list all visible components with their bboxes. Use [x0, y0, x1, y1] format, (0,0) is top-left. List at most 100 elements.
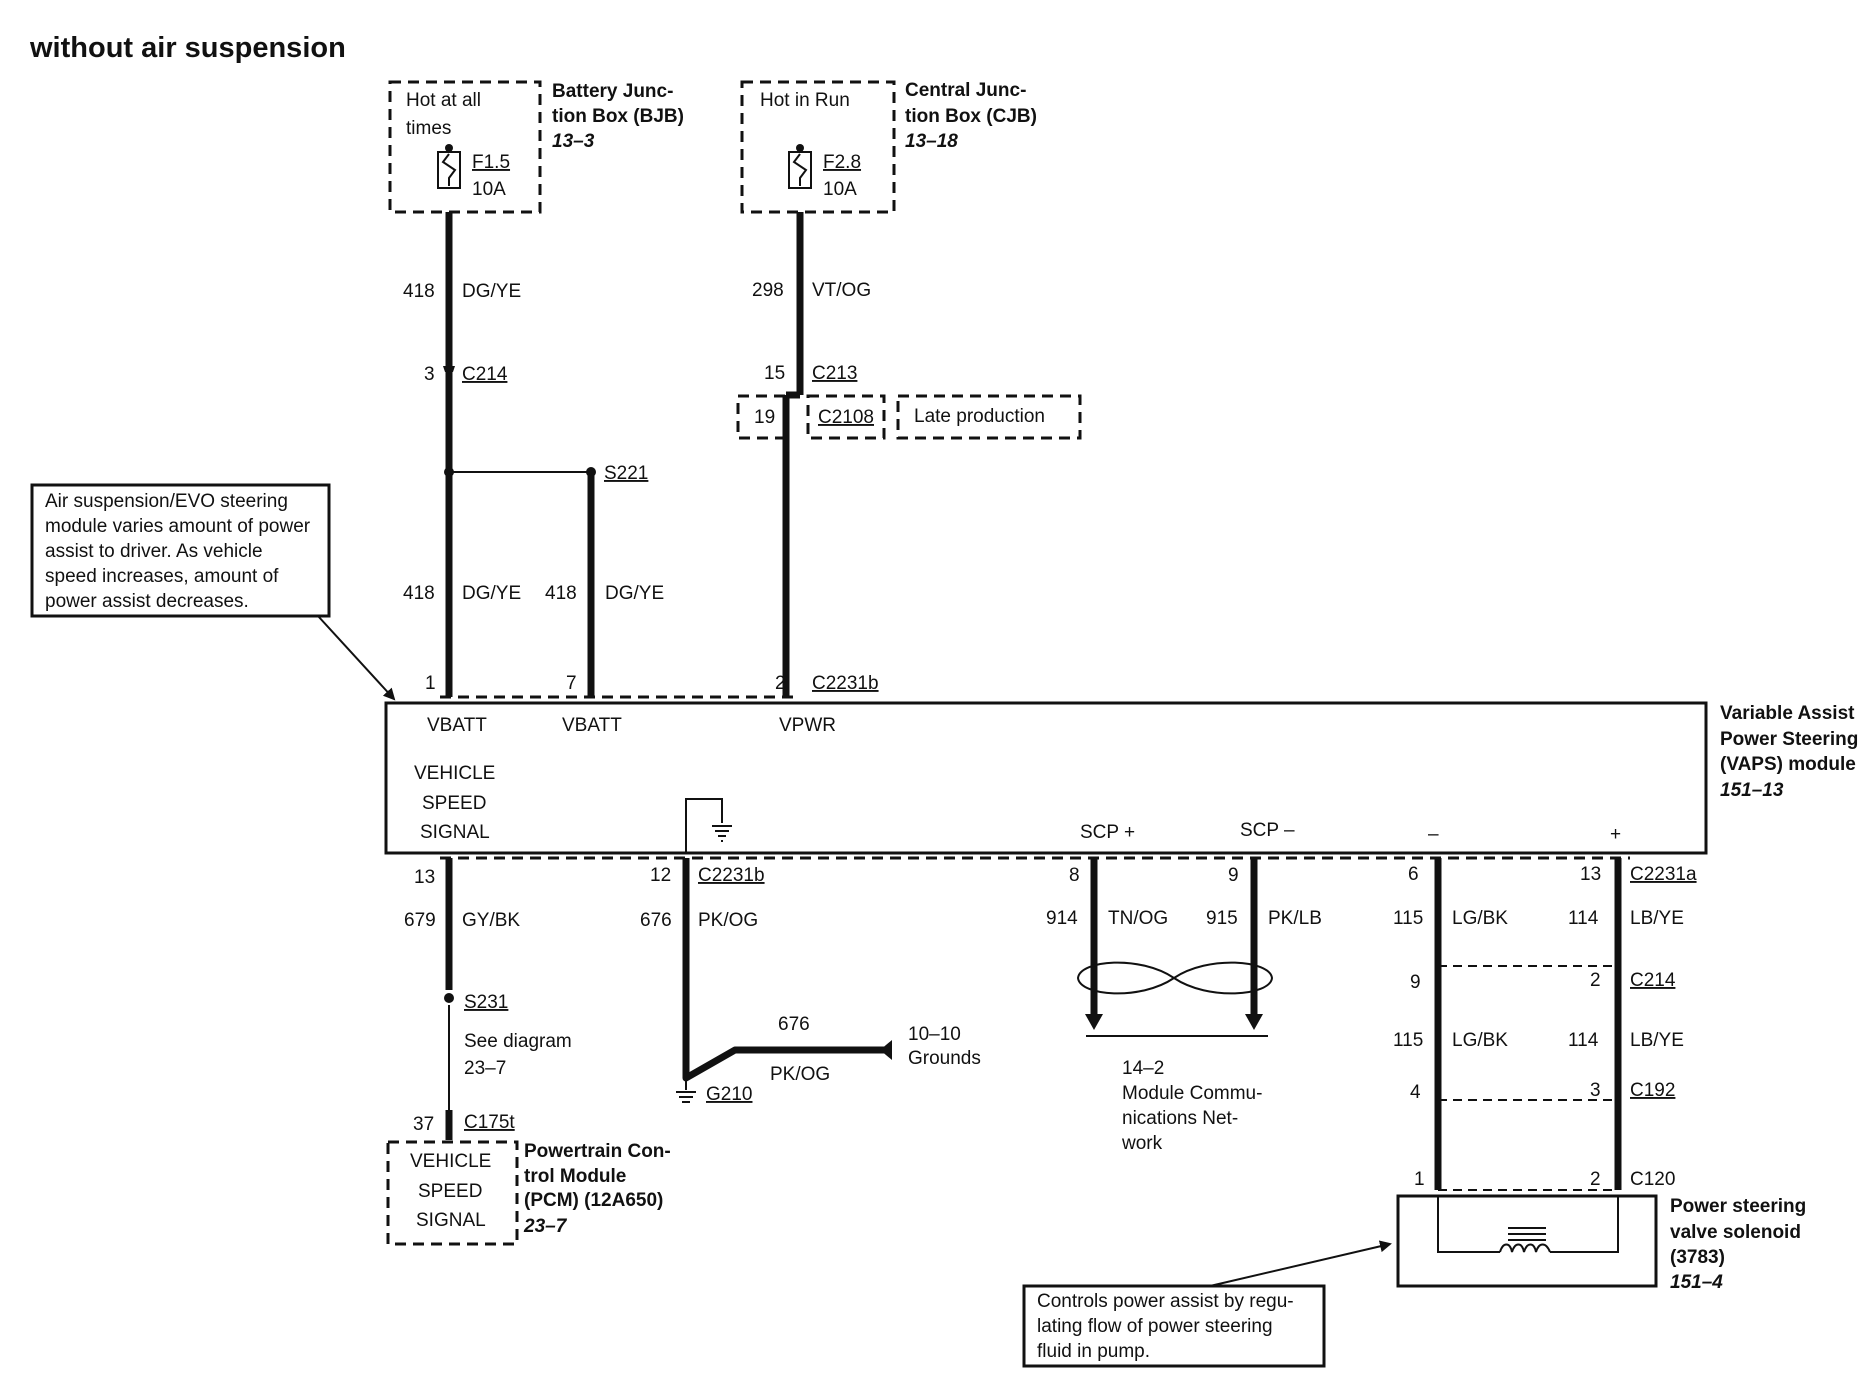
bjb-fuse-element-icon [441, 153, 457, 186]
vaps-plus: + [1610, 824, 1621, 845]
bjb-hot-text-1: Hot at all [406, 90, 481, 111]
wire-115b-circuit: 115 [1393, 1030, 1423, 1051]
wire-418-b-circuit: 418 [545, 583, 577, 604]
solenoid-coil-icon [1499, 1243, 1551, 1253]
pcm-box-1: VEHICLE [410, 1151, 491, 1172]
s221-label: S221 [604, 463, 648, 484]
late-production-note: Late production [914, 406, 1045, 427]
callout-solenoid-box [1022, 1284, 1326, 1368]
network-text-4: work [1121, 1133, 1163, 1154]
c2231b-bottom-label: C2231b [698, 865, 765, 886]
callout-air-line-2: module varies amount of power [45, 516, 311, 537]
power-steering-solenoid: Power steering valve solenoid (3783) 151… [1396, 1194, 1806, 1293]
c214-top-connector-icon [443, 366, 455, 372]
c214-top-label: C214 [462, 364, 508, 385]
wire-114-color: LB/YE [1630, 908, 1684, 929]
callout-sol-line-2: lating flow of power steering [1037, 1316, 1273, 1337]
wire-418-feed: 418 DG/YE 3 C214 S221 418 DG/YE 418 DG/Y… [403, 212, 664, 697]
c2108-pin-box [736, 394, 788, 440]
wire-418-a-color: DG/YE [462, 583, 521, 604]
scp-pin-9: 9 [1228, 865, 1239, 886]
wire-418-b-color: DG/YE [605, 583, 664, 604]
callout-solenoid: Controls power assist by regu- lating fl… [1022, 1240, 1392, 1368]
callout-sol-line-1: Controls power assist by regu- [1037, 1291, 1294, 1312]
bjb-fuse-icon [437, 151, 461, 189]
pcm-ref: 23–7 [523, 1216, 568, 1237]
g210-color: PK/OG [770, 1064, 830, 1085]
vaps-vss-2: SPEED [422, 793, 486, 814]
wire-915-color: PK/LB [1268, 908, 1322, 929]
vaps-vbatt-2: VBATT [562, 715, 622, 736]
g210-circuit: 676 [778, 1014, 810, 1035]
bjb-fuse-node [445, 144, 453, 152]
c2108-label-box [806, 394, 886, 440]
pcm-name-3: (PCM) (12A650) [524, 1190, 663, 1211]
bjb-fuse-rating: 10A [472, 179, 506, 200]
cjb-name-1: Central Junc- [905, 80, 1026, 101]
pcm-box-2: SPEED [418, 1181, 482, 1202]
vaps-vss-1: VEHICLE [414, 763, 495, 784]
solenoid-wire-right [1550, 1196, 1619, 1253]
wire-114b-color: LB/YE [1630, 1030, 1684, 1051]
right-pin-6: 6 [1408, 864, 1419, 885]
wire-115-circuit: 115 [1393, 908, 1423, 929]
right-pin-13: 13 [1580, 864, 1601, 885]
c213-pin: 15 [764, 363, 785, 384]
cjb-name-2: tion Box (CJB) [905, 106, 1037, 127]
vaps-vbatt-1: VBATT [427, 715, 487, 736]
pcm-box-3: SIGNAL [416, 1210, 486, 1231]
right-pin-3: 3 [1590, 1080, 1601, 1101]
vaps-minus: – [1428, 824, 1439, 845]
wire-676-path [682, 858, 886, 1082]
right-pin-2b: 2 [1590, 1169, 1601, 1190]
vaps-ref: 151–13 [1720, 780, 1784, 801]
s231-see-2: 23–7 [464, 1058, 506, 1079]
late-production-box [896, 394, 1082, 440]
callout-air-box [30, 483, 331, 618]
c2231b-bottom-pin-13: 13 [414, 867, 435, 888]
g210-label: G210 [706, 1084, 752, 1105]
solenoid-ref: 151–4 [1670, 1272, 1723, 1293]
pcm: VEHICLE SPEED SIGNAL Powertrain Con- tro… [386, 1140, 671, 1246]
callout-air-line-5: power assist decreases. [45, 591, 249, 612]
wire-914-circuit: 914 [1046, 908, 1078, 929]
wire-114b-circuit: 114 [1568, 1030, 1599, 1051]
wire-914-arrow-icon [1085, 1014, 1103, 1030]
g210-dest-2: Grounds [908, 1048, 981, 1069]
wire-679-circuit: 679 [404, 910, 436, 931]
c175t-label: C175t [464, 1112, 515, 1133]
pcm-name-1: Powertrain Con- [524, 1141, 671, 1162]
s231-splice-node [444, 993, 454, 1003]
right-pin-9: 9 [1410, 972, 1421, 993]
bjb-box [388, 80, 542, 214]
s231-see-1: See diagram [464, 1031, 572, 1052]
bjb-ref: 13–3 [552, 131, 595, 152]
c2231b-top-pin-7: 7 [566, 673, 577, 694]
c120-label: C120 [1630, 1169, 1675, 1190]
vaps-module: VBATT VBATT VPWR VEHICLE SPEED SIGNAL SC… [384, 701, 1858, 855]
network-text-2: Module Commu- [1122, 1083, 1262, 1104]
g210-ground-icon [676, 1078, 696, 1103]
cjb-fuse-element-icon [792, 153, 808, 186]
c2231b-bottom-pin-12: 12 [650, 865, 671, 886]
page-title: without air suspension [29, 32, 346, 64]
c2231b-top-pin-1: 1 [425, 673, 436, 694]
wire-676-color: PK/OG [698, 910, 758, 931]
scp-pin-8: 8 [1069, 865, 1080, 886]
wire-418-top-circuit: 418 [403, 281, 435, 302]
wire-915-arrow-icon [1245, 1014, 1263, 1030]
cjb-fuse-icon [788, 151, 812, 189]
vaps-scp-minus: SCP – [1240, 820, 1295, 841]
c214-top-pin: 3 [424, 364, 435, 385]
c2231a-label: C2231a [1630, 864, 1697, 885]
c2108-label: C2108 [818, 407, 874, 428]
wire-418-a-circuit: 418 [403, 583, 435, 604]
wire-298-color: VT/OG [812, 280, 871, 301]
callout-air-suspension: Air suspension/EVO steering module varie… [30, 483, 396, 701]
bjb-hot-text-2: times [406, 118, 451, 139]
c214-right-label: C214 [1630, 970, 1676, 991]
wire-915-circuit: 915 [1206, 908, 1238, 929]
cjb-fuse-node [796, 144, 804, 152]
vaps-name-3: (VAPS) module [1720, 754, 1856, 775]
